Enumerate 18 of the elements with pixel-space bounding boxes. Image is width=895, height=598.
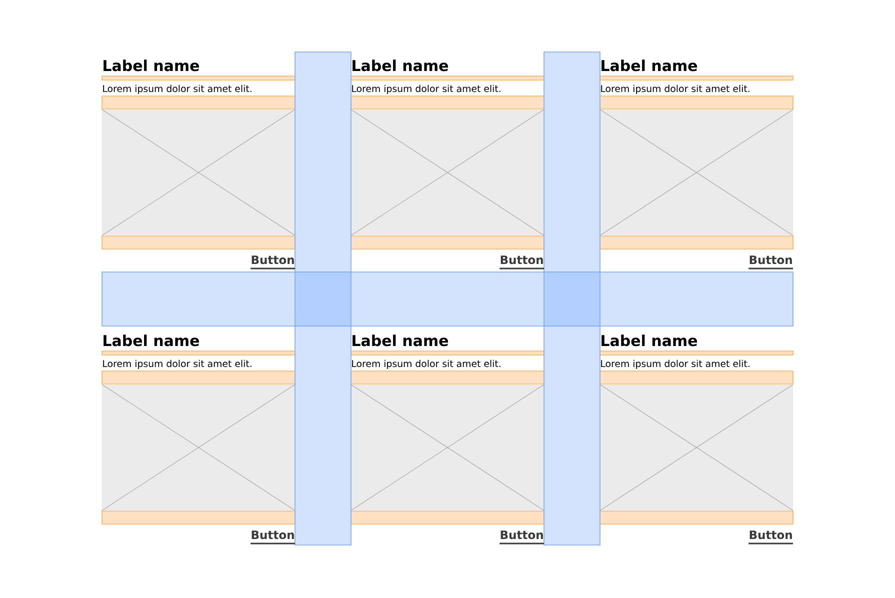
card-description: Lorem ipsum dolor sit amet elit. [103, 360, 252, 369]
card-title: Label name [352, 334, 448, 346]
card-title: Label name [104, 334, 200, 346]
button: Button [250, 530, 295, 544]
button: Button [250, 256, 295, 270]
card-title: Label name [352, 60, 448, 72]
card-description: Lorem ipsum dolor sit amet elit. [352, 84, 500, 94]
button: Button [748, 530, 793, 544]
card-description: Lorem ipsum dolor sit amet elit. [601, 84, 750, 94]
button: Button [500, 256, 544, 270]
card-description: Lorem ipsum dolor sit amet elit. [352, 360, 500, 369]
card-title: Label name [104, 60, 200, 72]
card-title: Label name [602, 334, 698, 346]
button: Button [748, 256, 793, 270]
card-title: Label name [602, 60, 698, 72]
card-description: Lorem ipsum dolor sit amet elit. [103, 84, 252, 94]
button: Button [500, 530, 544, 544]
card-description: Lorem ipsum dolor sit amet elit. [601, 360, 750, 369]
